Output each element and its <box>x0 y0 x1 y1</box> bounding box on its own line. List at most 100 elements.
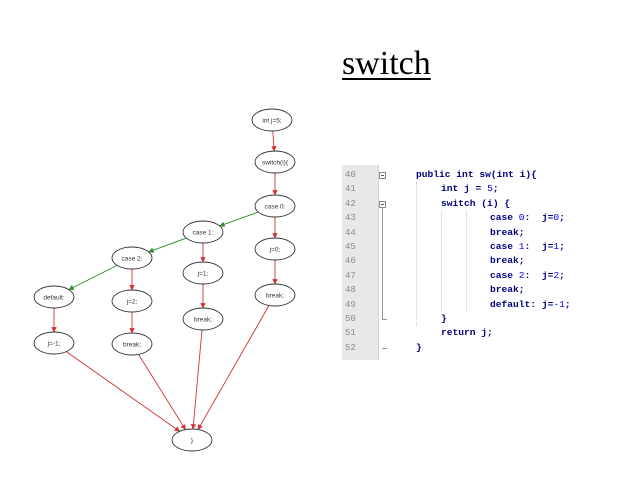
node-shape <box>254 283 296 307</box>
code-line: break; <box>490 226 525 240</box>
code-token: break; <box>490 255 525 267</box>
code-number-literal: 5 <box>487 183 493 195</box>
diagram-node-default: default: <box>33 285 75 309</box>
edge-break1-to-end <box>190 329 203 430</box>
line-number: 47 <box>345 270 356 281</box>
node-label: switch(i){ <box>262 159 289 166</box>
fold-collapse-icon[interactable] <box>379 171 386 179</box>
node-label: } <box>191 437 194 444</box>
node-label: case 0: <box>265 203 286 210</box>
indent-guide <box>416 182 417 327</box>
line-number: 44 <box>345 227 356 238</box>
code-number-literal: 1 <box>553 241 560 252</box>
code-line: } <box>441 312 447 326</box>
line-number: 46 <box>345 256 356 267</box>
diagram-node-j0: j=0; <box>254 237 296 261</box>
node-label: j=0; <box>269 246 281 253</box>
node-label: case 2: <box>122 255 143 262</box>
code-line: default: j=-1; <box>490 298 571 312</box>
diagram-node-case0: case 0: <box>254 194 296 218</box>
code-token: : j= <box>524 212 554 224</box>
node-shape <box>254 194 296 218</box>
diagram-node-end: } <box>171 428 213 452</box>
code-token: } <box>441 313 447 324</box>
code-line: break; <box>490 254 525 268</box>
diagram-node-break1: break; <box>182 307 224 331</box>
line-number: 51 <box>345 328 356 339</box>
edge-break0-to-end <box>197 305 270 430</box>
node-shape <box>182 261 224 285</box>
code-number-literal: -1 <box>553 298 565 310</box>
node-shape <box>171 428 213 452</box>
node-shape <box>251 108 293 132</box>
fold-collapse-icon[interactable] <box>379 200 386 208</box>
node-shape <box>182 307 224 331</box>
code-token: } <box>416 341 422 353</box>
node-shape <box>33 331 75 355</box>
node-label: break; <box>266 292 284 299</box>
line-number: 49 <box>345 299 356 310</box>
line-number: 40 <box>345 170 356 180</box>
code-number-literal: 2 <box>553 269 560 281</box>
code-line: switch (i) { <box>441 197 510 211</box>
edge-case2-to-default <box>68 264 118 291</box>
diagram-node-int: int j=5; <box>251 108 293 132</box>
line-number: 52 <box>345 342 356 353</box>
code-token: switch (i) { <box>441 197 511 209</box>
code-token: int j = <box>441 183 488 195</box>
diagram-node-j2: j=2; <box>111 289 153 313</box>
diagram-node-case2: case 2: <box>111 246 153 270</box>
code-number-literal: 0 <box>553 212 560 224</box>
node-label: j=1; <box>197 270 209 277</box>
line-number: 48 <box>345 285 356 296</box>
code-token: ; <box>559 241 565 252</box>
slide-title: switch <box>342 45 431 82</box>
edge-break2-to-end <box>138 354 186 431</box>
node-label: break; <box>123 341 141 348</box>
code-token: public int sw(int i){ <box>416 169 537 180</box>
code-line: case 0: j=0; <box>490 211 565 225</box>
diagram-edges <box>51 130 278 432</box>
code-number-literal: 1 <box>518 241 525 252</box>
line-number: 43 <box>345 213 356 224</box>
diagram-node-break2: break; <box>111 332 153 356</box>
edge-case0-to-case1 <box>219 211 259 227</box>
code-token: return j; <box>441 327 493 339</box>
code-token: case <box>490 269 519 281</box>
node-shape <box>182 220 224 244</box>
node-shape <box>111 332 153 356</box>
code-token: default: j= <box>490 298 554 310</box>
node-shape <box>254 150 296 174</box>
code-number-literal: 2 <box>518 269 525 281</box>
code-token: ; <box>559 212 565 224</box>
diagram-node-switch: switch(i){ <box>254 150 296 174</box>
edge-jm1-to-end <box>66 351 181 432</box>
line-number: 50 <box>345 314 356 324</box>
line-number-gutter: 40 41 42 43 44 45 46 47 48 49 50 51 52 <box>342 165 379 360</box>
code-line: break; <box>490 283 525 297</box>
fold-region-line <box>382 207 383 319</box>
code-token: : j= <box>524 269 554 281</box>
line-number: 41 <box>345 184 356 195</box>
line-number: 45 <box>345 242 356 252</box>
line-number: 42 <box>345 198 356 209</box>
code-token: break; <box>490 226 525 238</box>
node-label: default: <box>43 294 65 301</box>
indent-guide <box>441 211 442 312</box>
diagram-node-case1: case 1: <box>182 220 224 244</box>
fold-end-marker <box>382 347 387 349</box>
code-line: public int sw(int i){ <box>416 168 537 182</box>
diagram-node-jm1: j=-1; <box>33 331 75 355</box>
diagram-nodes: int j=5; switch(i){ case 0: case 1: case 2: d… <box>33 108 296 452</box>
indent-guide <box>466 211 467 312</box>
code-token: case <box>490 241 519 252</box>
code-line: case 2: j=2; <box>490 269 565 283</box>
diagram-node-j1: j=1; <box>182 261 224 285</box>
code-line: case 1: j=1; <box>490 240 565 254</box>
code-token: ; <box>564 298 571 310</box>
node-shape <box>111 246 153 270</box>
fold-end-marker <box>382 319 387 320</box>
code-number-literal: 0 <box>518 212 525 224</box>
